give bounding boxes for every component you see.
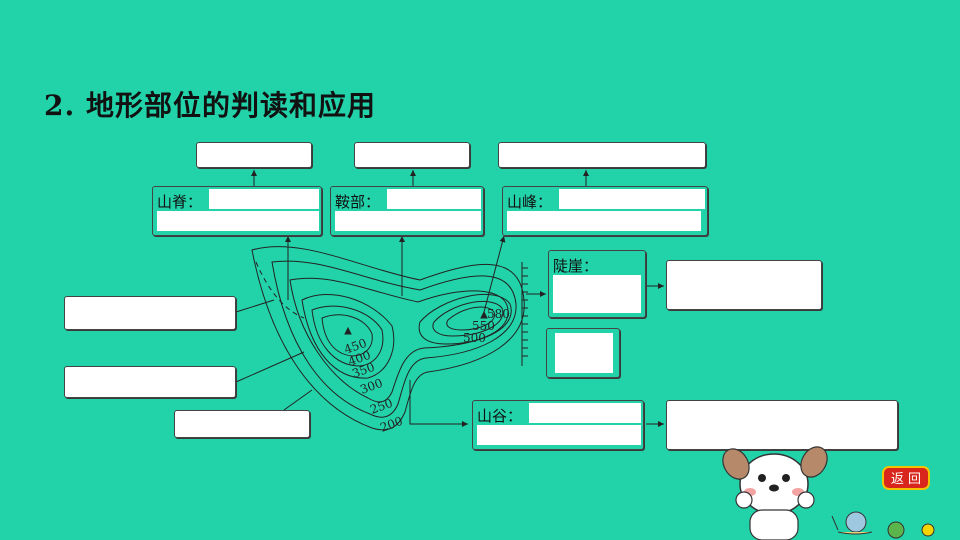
contour-r1: [418, 294, 512, 345]
contour-350: [301, 293, 395, 379]
cliff-label: 陡崖：: [553, 257, 599, 275]
left-answer-2[interactable]: [64, 366, 236, 398]
cliff-result-box[interactable]: [666, 260, 822, 310]
ridge-answer-line2[interactable]: [157, 211, 319, 231]
cliff-extra-answer[interactable]: [555, 333, 613, 373]
peak-answer-line2[interactable]: [507, 211, 701, 231]
contour-r3: [446, 306, 496, 331]
valley-result-box[interactable]: [666, 400, 898, 450]
saddle-label: 鞍部：: [335, 193, 381, 211]
left-answer-3[interactable]: [174, 410, 310, 438]
snail-icon: [831, 511, 873, 535]
peak-label: 山峰：: [507, 193, 553, 211]
ridge-answer-top[interactable]: [196, 142, 312, 168]
cliff-answer[interactable]: [553, 275, 641, 313]
valley-answer-line2[interactable]: [477, 425, 641, 445]
valley-label: 山谷：: [477, 407, 523, 425]
saddle-box: 鞍部：: [330, 186, 484, 236]
peak-answer-top[interactable]: [498, 142, 706, 168]
contour-200: [251, 246, 525, 431]
contour-450: [321, 314, 373, 357]
peak-answer-line1[interactable]: [559, 189, 705, 209]
peak-box: 山峰：: [502, 186, 708, 236]
puppy-mascot-icon: [722, 446, 935, 540]
contour-300: [289, 277, 509, 403]
cliff-extra-box: [546, 328, 620, 378]
contour-label-500: 500: [463, 331, 486, 345]
contour-r2: [432, 300, 504, 337]
ridge-box: 山脊：: [152, 186, 322, 236]
ridge-answer-line1[interactable]: [209, 189, 319, 209]
back-button[interactable]: 返 回: [882, 466, 930, 490]
contour-label-580: 580: [487, 307, 510, 321]
page-title: 2. 地形部位的判读和应用: [44, 89, 376, 122]
contour-label-300: 300: [358, 376, 384, 397]
contour-label-550: 550: [472, 319, 495, 333]
valley-box: 山谷：: [472, 400, 644, 450]
saddle-answer-line2[interactable]: [335, 211, 481, 231]
left-answer-1[interactable]: [64, 296, 236, 330]
saddle-answer-top[interactable]: [354, 142, 470, 168]
ridge-label: 山脊：: [157, 193, 203, 211]
cliff-box: 陡崖：: [548, 250, 646, 318]
contour-400: [311, 305, 384, 367]
contour-250: [271, 260, 517, 418]
saddle-answer-line1[interactable]: [387, 189, 481, 209]
valley-answer-line1[interactable]: [529, 403, 641, 423]
